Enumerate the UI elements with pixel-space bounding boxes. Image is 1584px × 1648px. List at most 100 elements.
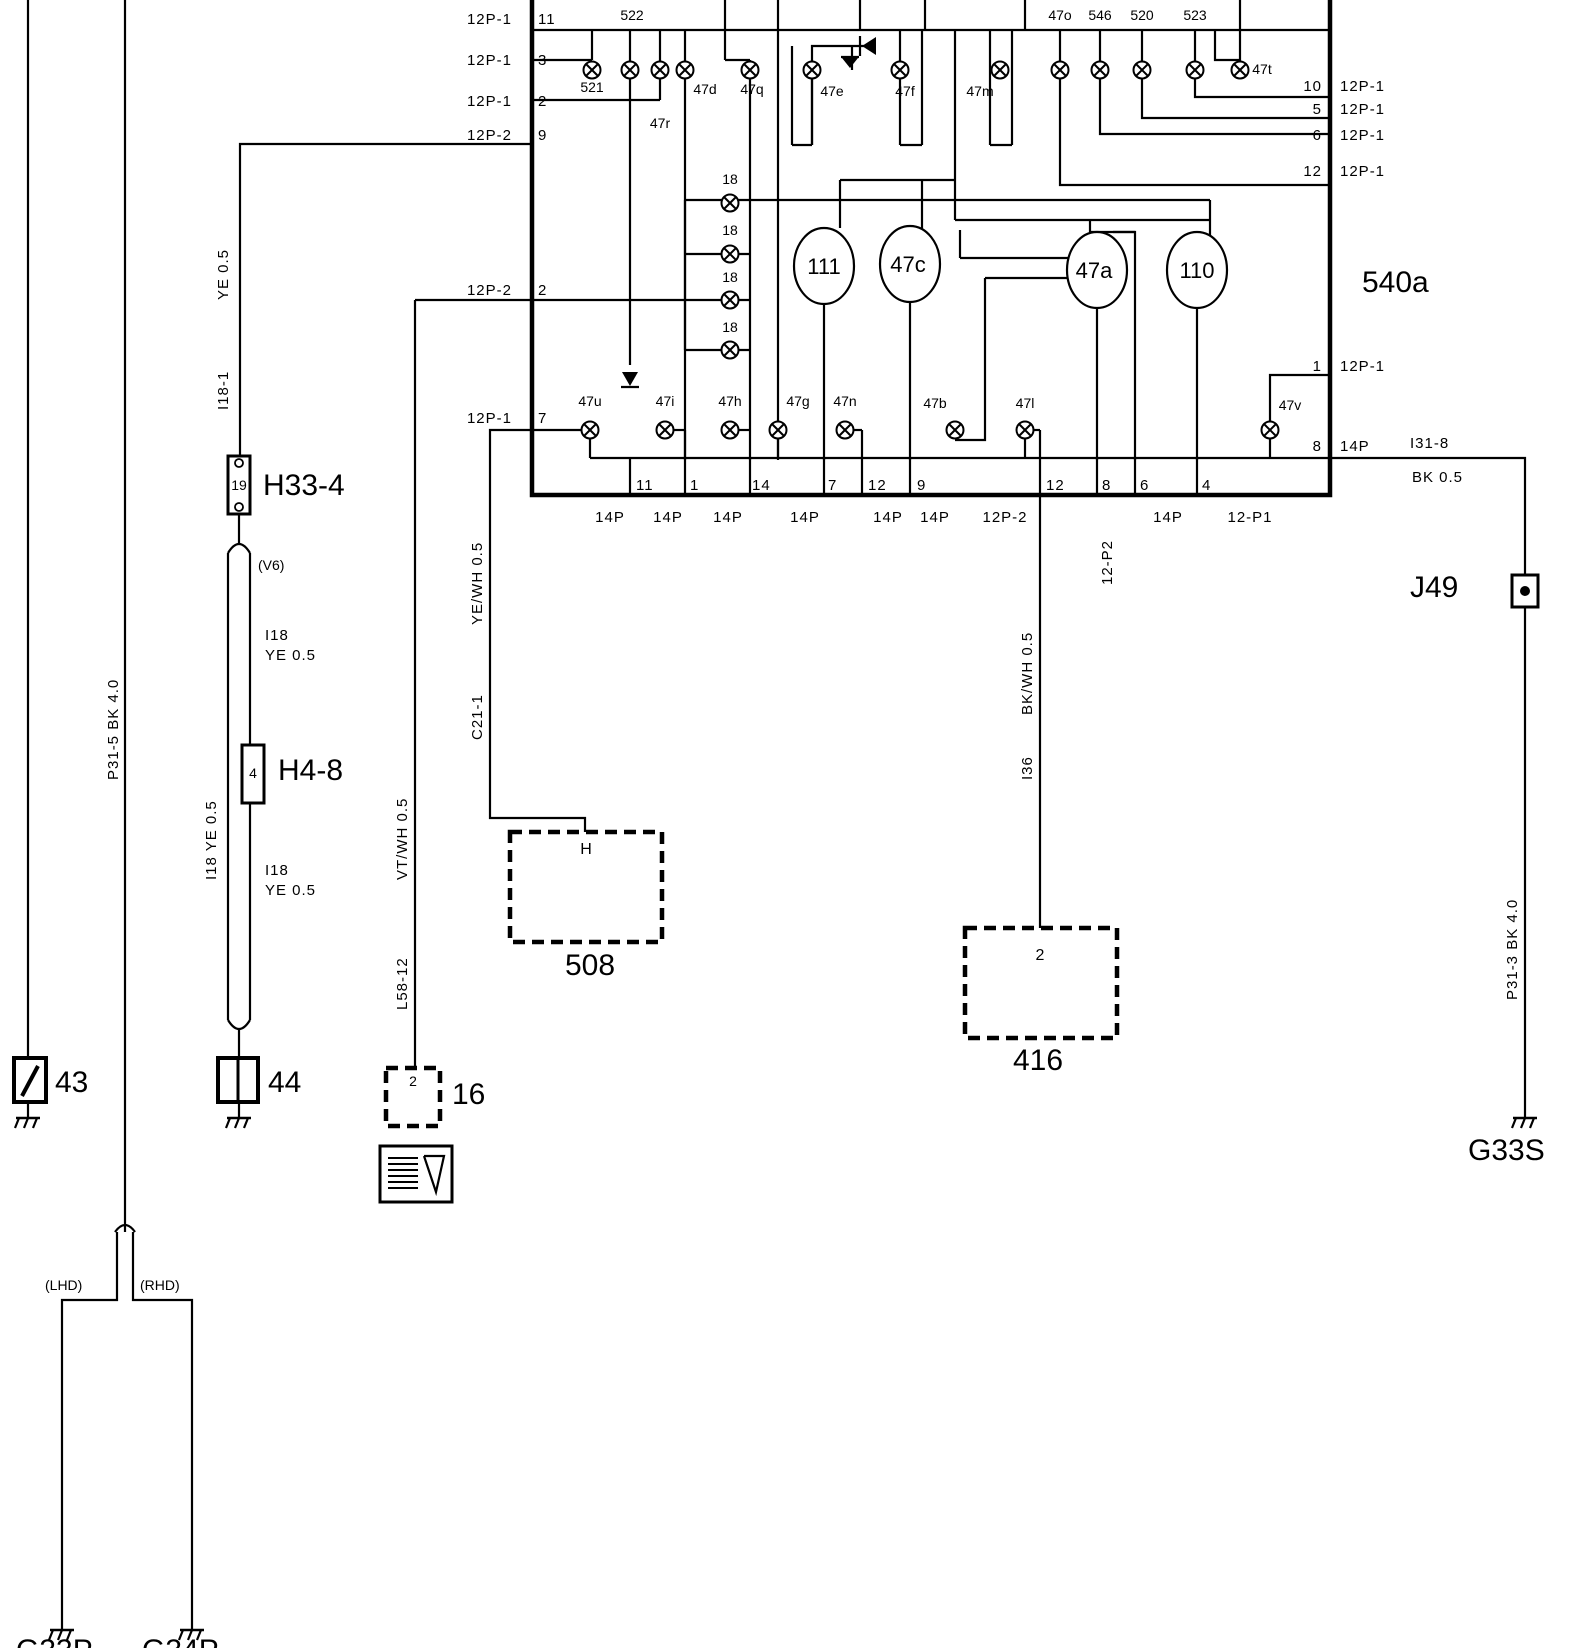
mid-lamp-label: 18	[722, 319, 738, 335]
left-pin-connector: 12P-1	[467, 11, 512, 28]
wire-w2-label: YE 0.5	[265, 647, 316, 664]
ground-43-icon	[13, 1116, 42, 1130]
left-pin-connector: 12P-2	[467, 282, 512, 299]
bottom-lamp-label: 47v	[1279, 397, 1302, 413]
left-pin-number: 9	[538, 127, 547, 144]
left-pin-connector: 12P-1	[467, 410, 512, 427]
wire-w2-id: I18	[265, 627, 289, 644]
right-pin-number: 6	[1313, 127, 1322, 144]
circuit-44: YE 0.5 I18-1 19 H33-4 (V6) I18 YE 0.5 I1…	[203, 142, 532, 1130]
wire-w3-label: I18 YE 0.5	[203, 800, 220, 880]
bottom-pin-number: 14	[752, 477, 771, 494]
wire-ye-wh-label: YE/WH 0.5	[469, 542, 486, 625]
instrument-panel-icon	[388, 1154, 446, 1197]
top-lamp-label: 546	[1088, 7, 1112, 23]
wire-w4-label: YE 0.5	[265, 882, 316, 899]
top-lamp-label: 47f	[895, 83, 915, 99]
circuit-43: 43	[12, 0, 88, 1130]
bottom-connector-label: 14P	[790, 509, 820, 526]
bottom-pin-number: 8	[1102, 477, 1111, 494]
bottom-connector-label: 12-P1	[1227, 509, 1272, 526]
bottom-lamp-label: 47i	[656, 393, 675, 409]
gauge-label: 47a	[1076, 258, 1113, 283]
top-lamp-label: 47q	[740, 81, 763, 97]
right-pin-connector: 12P-1	[1340, 358, 1385, 375]
h33-pin: 19	[231, 477, 247, 493]
right-pin-number: 1	[1313, 358, 1322, 375]
top-lamp-label: 47r	[650, 115, 671, 131]
wire-p31-5-label: P31-5 BK 4.0	[105, 679, 122, 780]
bottom-lamp-label: 47u	[578, 393, 601, 409]
top-lamp-label: 47o	[1048, 7, 1072, 23]
component-416-label: 416	[1013, 1044, 1063, 1077]
right-pin-connector: 12P-1	[1340, 163, 1385, 180]
wire-l58-label: L58-12	[394, 957, 411, 1010]
module-label: 540a	[1362, 266, 1429, 299]
bottom-lamp-label: 47n	[833, 393, 856, 409]
module-540a: 540a	[415, 0, 1429, 498]
c508-pin: H	[580, 841, 592, 858]
left-pin-connector: 12P-1	[467, 52, 512, 69]
left-pin-connector: 12P-1	[467, 93, 512, 110]
right-pin-number: 5	[1313, 101, 1322, 118]
bottom-lamp-label: 47h	[718, 393, 741, 409]
top-lamp-label: 523	[1183, 7, 1207, 23]
bottom-connector-label: 14P	[873, 509, 903, 526]
mid-lamp-label: 18	[722, 171, 738, 187]
left-pin-connector: 12P-2	[467, 127, 512, 144]
top-lamp-label: 47e	[820, 83, 844, 99]
wire-bk-wh-label: BK/WH 0.5	[1019, 632, 1036, 715]
mid-lamp-label: 18	[722, 269, 738, 285]
circuit-j49: I31-8 BK 0.5 J49 P31-3 BK 4.0 G33S	[1330, 435, 1545, 1167]
c416-pin: 2	[1036, 947, 1045, 964]
wire-p31-3-label: P31-3 BK 4.0	[1504, 899, 1521, 1000]
ground-g34p-label: G34P	[142, 1634, 219, 1648]
gauge-label: 111	[807, 254, 840, 279]
connector-h4-8-label: H4-8	[278, 754, 343, 787]
v6-label: (V6)	[258, 557, 284, 573]
wire-vt-wh-label: VT/WH 0.5	[394, 798, 411, 880]
gauge-label: 47c	[890, 252, 925, 277]
bottom-connector-label: 12-P2	[1099, 540, 1116, 585]
connector-h33-4-label: H33-4	[263, 469, 345, 502]
bottom-connector-label: 12P-2	[982, 509, 1027, 526]
top-lamp-label: 522	[620, 7, 644, 23]
component-16-label: 16	[452, 1078, 485, 1111]
bottom-pin-number: 9	[917, 477, 926, 494]
left-pin-number: 7	[538, 410, 547, 427]
bottom-pin-number: 4	[1202, 477, 1211, 494]
bottom-connector-label: 14P	[595, 509, 625, 526]
top-lamp-label: 520	[1130, 7, 1154, 23]
component-43-label: 43	[55, 1066, 88, 1099]
right-pin-connector: 12P-1	[1340, 101, 1385, 118]
circuit-p31-5: P31-5 BK 4.0 (LHD) (RHD) G33P G34P	[16, 0, 219, 1648]
right-pin-number: 8	[1313, 438, 1322, 455]
left-pin-number: 2	[538, 282, 547, 299]
bottom-lamp-label: 47b	[923, 395, 947, 411]
left-pin-number: 2	[538, 93, 547, 110]
ground-g33s-label: G33S	[1468, 1134, 1545, 1167]
wire-w1-id-label: I18-1	[215, 371, 232, 410]
ground-44-icon	[224, 1116, 253, 1130]
c16-pin: 2	[409, 1073, 417, 1089]
bottom-connector-label: 14P	[713, 509, 743, 526]
bottom-pin-number: 6	[1140, 477, 1149, 494]
wire-w1-label: YE 0.5	[215, 249, 232, 300]
mid-lamp-label: 18	[722, 222, 738, 238]
bottom-pin-number: 1	[690, 477, 699, 494]
bottom-pin-number: 12	[868, 477, 887, 494]
rhd-label: (RHD)	[140, 1277, 180, 1293]
component-44-label: 44	[268, 1066, 301, 1099]
top-lamp-label: 521	[580, 79, 604, 95]
bottom-pin-number: 11	[636, 477, 654, 494]
h4-pin: 4	[249, 765, 257, 781]
right-pin-connector: 12P-1	[1340, 127, 1385, 144]
circuit-416: BK/WH 0.5 I36 2 416	[962, 495, 1120, 1077]
bottom-pin-number: 12	[1046, 477, 1065, 494]
wire-i31-8-label: I31-8	[1410, 435, 1449, 452]
